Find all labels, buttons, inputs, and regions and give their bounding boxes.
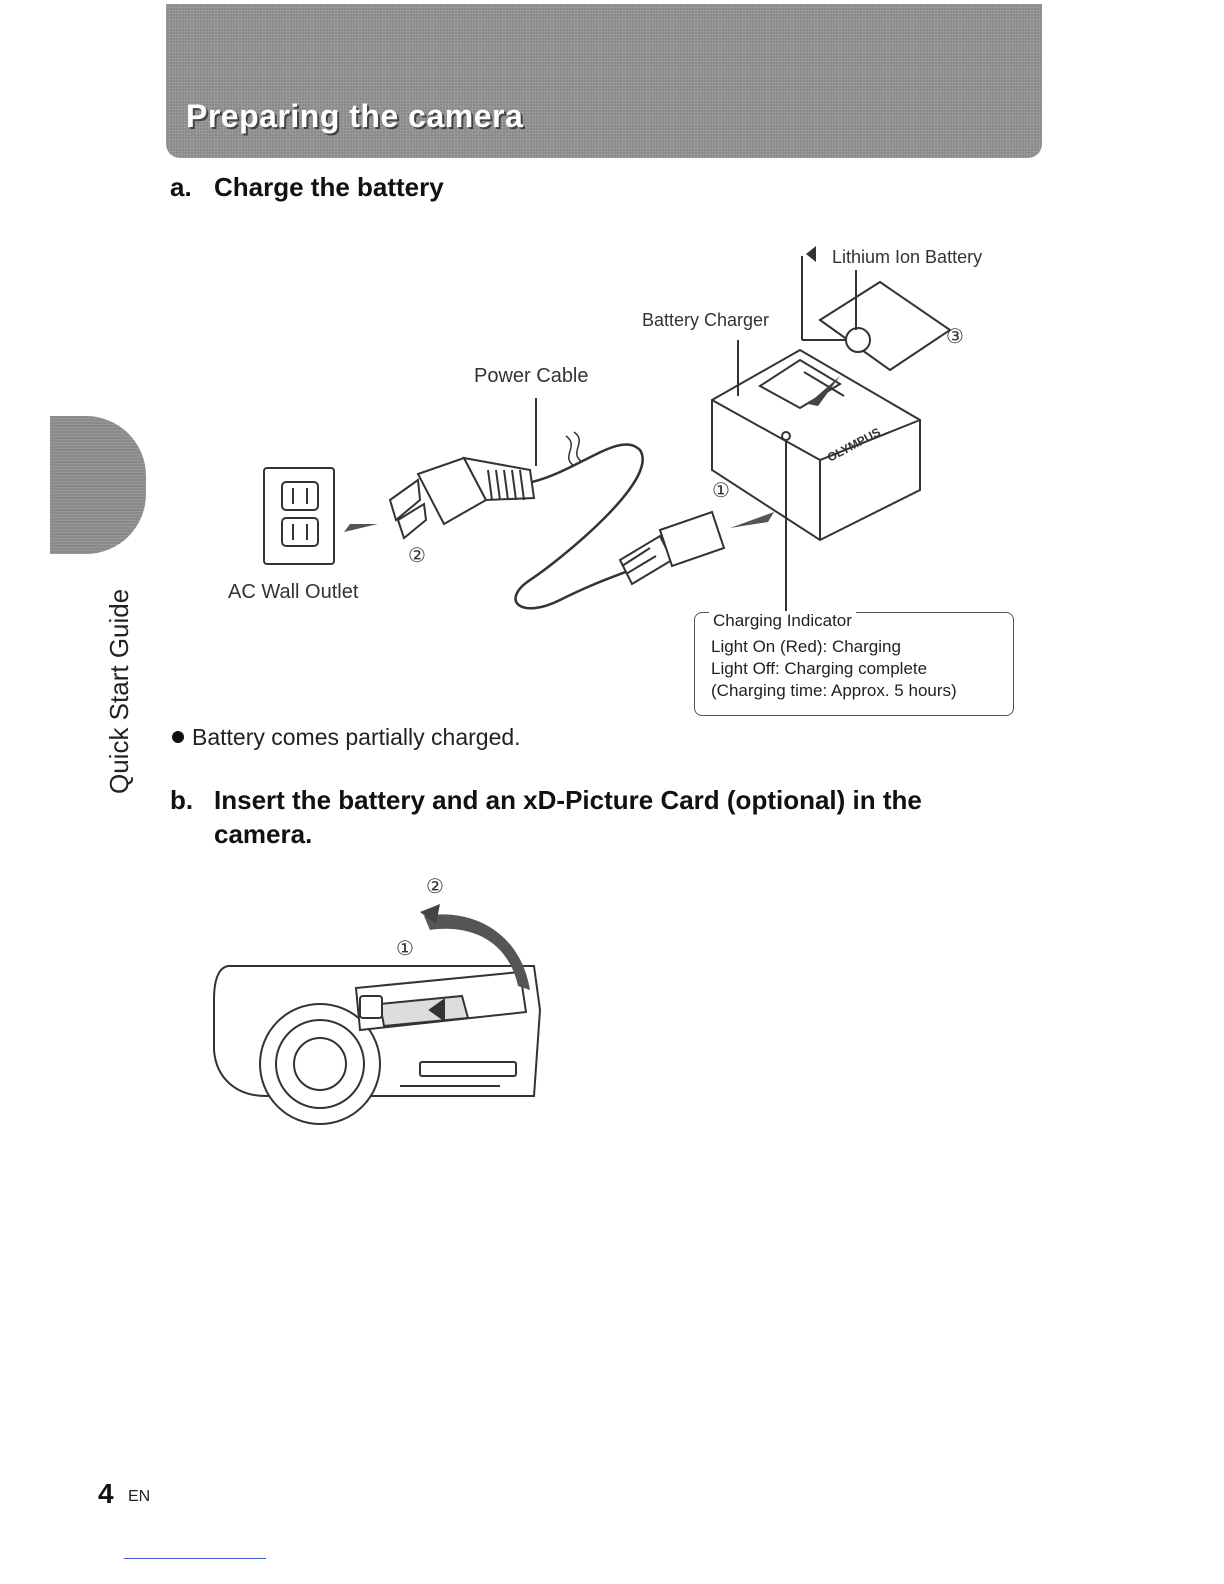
power-plug-graphic	[388, 456, 536, 540]
step-1-marker: ①	[712, 480, 730, 502]
battery-charger-graphic	[711, 348, 921, 542]
header-banner	[166, 4, 1042, 158]
footer-rule	[124, 1558, 266, 1559]
bullet-icon	[172, 730, 184, 743]
indicator-line-3: (Charging time: Approx. 5 hours)	[711, 681, 957, 700]
section-a-heading: a. Charge the battery	[170, 172, 444, 203]
section-b-heading: b. Insert the battery and an xD-Picture C…	[170, 783, 1020, 851]
battery-charger-label: Battery Charger	[642, 310, 770, 330]
step-2-marker: ②	[408, 545, 426, 567]
page-title: Preparing the camera	[186, 98, 524, 134]
indicator-title: Charging Indicator	[709, 611, 856, 631]
cable-connector-graphic	[618, 510, 726, 586]
lithium-battery-graphic	[818, 280, 952, 372]
lithium-battery-label: Lithium Ion Battery	[832, 247, 983, 267]
page-language: EN	[128, 1488, 151, 1505]
step-3-marker: ③	[946, 326, 964, 348]
section-b-title-line-1: Insert the battery and an xD-Picture Car…	[214, 785, 922, 815]
section-a-title: Charge the battery	[214, 172, 444, 202]
battery-note-text: Battery comes partially charged.	[192, 724, 521, 750]
ac-wall-outlet-label: AC Wall Outlet	[228, 581, 359, 603]
section-b-title-line-2: camera.	[214, 819, 313, 849]
battery-note: Battery comes partially charged.	[172, 724, 521, 751]
plug-arrow	[344, 524, 378, 532]
camera-graphic	[213, 965, 542, 1125]
page-number: 4	[98, 1478, 114, 1509]
section-a-letter: a.	[170, 172, 192, 202]
section-tab-marker	[50, 416, 146, 554]
indicator-line-2: Light Off: Charging complete	[711, 659, 928, 678]
charging-indicator-box: Charging Indicator Light On (Red): Charg…	[694, 611, 1014, 716]
power-cable-label: Power Cable	[474, 365, 589, 387]
section-b-letter: b.	[170, 785, 194, 815]
power-cable-line	[514, 443, 644, 610]
indicator-line-1: Light On (Red): Charging	[711, 637, 901, 656]
camera-step-1-marker: ①	[396, 938, 414, 960]
wall-outlet-graphic	[263, 467, 335, 565]
camera-step-2-marker: ②	[426, 876, 444, 898]
